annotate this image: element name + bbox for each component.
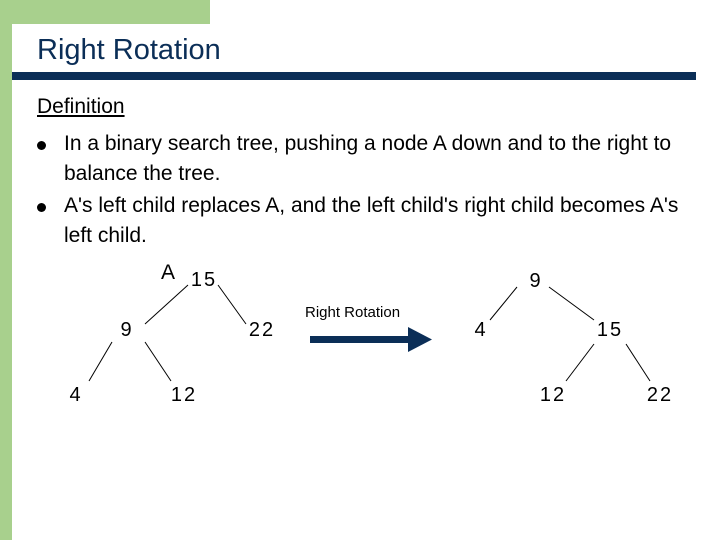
tree-node-right-right-after: 22 bbox=[646, 384, 674, 406]
tree-node-root-after: 9 bbox=[529, 270, 543, 292]
tree-node-root-before: 15 bbox=[190, 269, 218, 291]
edge-15-22 bbox=[217, 284, 247, 325]
tree-node-right-left-after: 12 bbox=[539, 384, 567, 406]
tree-node-left-right-before: 12 bbox=[170, 384, 198, 406]
edge-9-4-after bbox=[489, 286, 518, 321]
title-rule bbox=[12, 72, 696, 80]
edge-15-22-after bbox=[625, 343, 651, 382]
content-panel bbox=[12, 24, 720, 540]
accent-bar bbox=[0, 0, 12, 540]
edge-9-15-after bbox=[548, 286, 595, 321]
tree-node-left-before: 9 bbox=[120, 319, 134, 341]
edge-9-4 bbox=[88, 341, 113, 382]
bullet-text: A's left child replaces A, and the left … bbox=[64, 194, 679, 247]
accent-block bbox=[0, 0, 210, 24]
tree-node-right-after: 15 bbox=[596, 319, 624, 341]
edge-15-12-after bbox=[565, 343, 595, 382]
bullet-item: A's left child replaces A, and the left … bbox=[37, 191, 697, 251]
definition-heading: Definition bbox=[37, 95, 125, 118]
tree-node-left-left-before: 4 bbox=[69, 384, 83, 406]
right-arrow-icon bbox=[310, 327, 432, 352]
slide-title: Right Rotation bbox=[37, 34, 221, 66]
tree-node-right-before: 22 bbox=[248, 319, 276, 341]
node-a-label: A bbox=[161, 261, 176, 284]
edge-15-9 bbox=[144, 284, 189, 325]
bullet-dot bbox=[37, 141, 46, 150]
bullet-item: In a binary search tree, pushing a node … bbox=[37, 129, 697, 189]
bullet-dot bbox=[37, 203, 46, 212]
edge-9-12 bbox=[144, 341, 172, 382]
bullet-text: In a binary search tree, pushing a node … bbox=[64, 132, 672, 185]
rotation-label: Right Rotation bbox=[305, 304, 401, 321]
tree-node-left-after: 4 bbox=[474, 319, 488, 341]
